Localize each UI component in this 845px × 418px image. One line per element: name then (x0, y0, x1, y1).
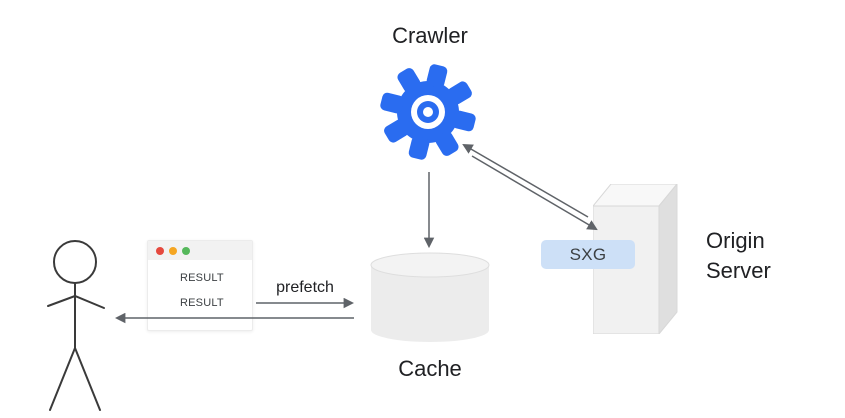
result-line: RESULT (180, 297, 224, 309)
browser-title-bar (148, 241, 252, 260)
origin-server-box-icon (593, 184, 678, 334)
prefetch-label: prefetch (276, 279, 334, 296)
browser-window: RESULT RESULT (147, 240, 253, 331)
result-line: RESULT (180, 272, 224, 284)
arrow-crawler-to-server (471, 155, 598, 231)
traffic-light-red-icon (156, 246, 164, 255)
sxg-badge: SXG (541, 240, 635, 269)
search-results-list: RESULT RESULT (148, 260, 252, 309)
crawler-label: Crawler (392, 23, 468, 48)
traffic-light-orange-icon (169, 246, 177, 255)
cache-label: Cache (398, 356, 462, 381)
arrow-server-to-crawler (462, 143, 589, 218)
user-stick-figure-icon (47, 240, 105, 411)
origin-server-label: Origin Server (706, 228, 771, 283)
gear-icon (380, 64, 476, 160)
cache-database-icon (370, 252, 490, 342)
traffic-light-green-icon (182, 246, 190, 255)
